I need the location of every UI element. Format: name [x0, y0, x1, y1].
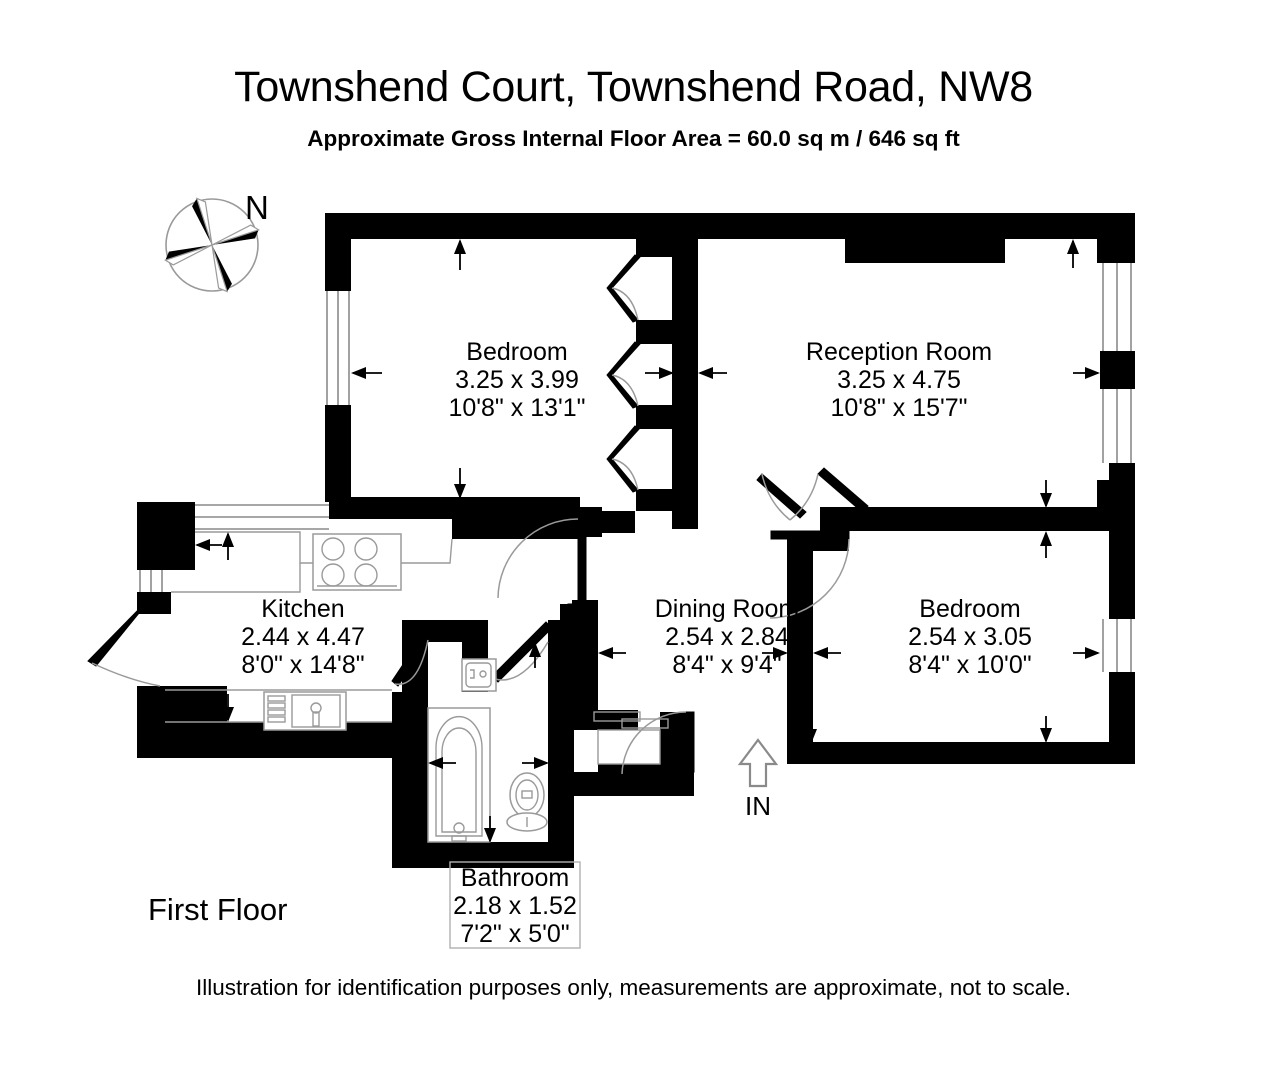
disclaimer-text: Illustration for identification purposes… — [195, 975, 1072, 1000]
room-label-reception-room: Reception Room 3.25 x 4.75 10'8" x 15'7" — [806, 338, 992, 422]
room-label-bedroom-1: Bedroom 3.25 x 3.99 10'8" x 13'1" — [448, 338, 585, 422]
washbasin-icon — [461, 658, 497, 692]
room-imperial: 8'4" x 9'4" — [672, 651, 781, 679]
windows — [137, 263, 1135, 672]
room-imperial: 7'2" x 5'0" — [460, 920, 569, 948]
room-name: Reception Room — [806, 338, 992, 366]
hall-cupboard — [593, 711, 669, 765]
door-kitchen — [391, 635, 429, 687]
sink-icon — [263, 691, 347, 731]
dimension-arrows — [195, 239, 1100, 843]
room-metric: 2.54 x 2.84 — [665, 623, 789, 651]
entrance-label: IN — [745, 791, 771, 821]
toilet-icon — [506, 772, 548, 832]
room-name: Dining Room — [655, 595, 800, 623]
bathtub-icon — [427, 707, 491, 843]
room-imperial: 10'8" x 13'1" — [448, 394, 585, 422]
room-metric: 2.54 x 3.05 — [908, 623, 1032, 651]
room-label-dining-room: Dining Room 2.54 x 2.84 8'4" x 9'4" — [655, 595, 800, 679]
door-bedroom1 — [497, 518, 587, 601]
room-label-kitchen: Kitchen 2.44 x 4.47 8'0" x 14'8" — [241, 595, 365, 679]
window-bedroom1-left — [325, 291, 351, 405]
door-reception-double — [756, 467, 869, 521]
window-reception-right-1 — [1100, 263, 1135, 351]
floor-area-subtitle: Approximate Gross Internal Floor Area = … — [307, 126, 960, 151]
room-name: Kitchen — [261, 595, 344, 623]
page-title: Townshend Court, Townshend Road, NW8 — [234, 63, 1033, 111]
window-bedroom2-right — [1100, 619, 1135, 672]
room-labels: Bedroom 3.25 x 3.99 10'8" x 13'1" Recept… — [241, 338, 1032, 949]
kitchen-fixtures — [165, 531, 453, 731]
room-metric: 2.44 x 4.47 — [241, 623, 365, 651]
room-name: Bedroom — [466, 338, 567, 366]
wardrobe-door-3 — [606, 425, 641, 493]
room-name: Bedroom — [919, 595, 1020, 623]
room-imperial: 8'0" x 14'8" — [241, 651, 364, 679]
wardrobe-door-1 — [606, 254, 641, 323]
wardrobe-door-2 — [606, 341, 641, 409]
compass-rose: N — [163, 189, 269, 293]
room-name: Bathroom — [461, 864, 569, 892]
room-label-bedroom-2: Bedroom 2.54 x 3.05 8'4" x 10'0" — [908, 595, 1032, 679]
window-kitchen-top — [195, 502, 329, 532]
door-bathroom — [491, 621, 553, 683]
room-metric: 3.25 x 3.99 — [455, 366, 579, 394]
bathroom-fixtures — [427, 658, 548, 843]
room-label-bathroom: Bathroom 2.18 x 1.52 7'2" x 5'0" — [449, 861, 581, 949]
room-metric: 2.18 x 1.52 — [453, 892, 577, 920]
door-hall-dining — [567, 603, 577, 637]
room-metric: 3.25 x 4.75 — [837, 366, 961, 394]
doors — [87, 254, 869, 775]
window-kitchen-left — [137, 570, 171, 592]
door-kitchen-exterior — [87, 601, 161, 687]
floor-level-label: First Floor — [148, 892, 288, 927]
entrance-marker: IN — [737, 738, 779, 821]
room-imperial: 10'8" x 15'7" — [830, 394, 967, 422]
window-reception-right-2 — [1100, 389, 1135, 463]
room-imperial: 8'4" x 10'0" — [908, 651, 1031, 679]
hob-icon — [312, 533, 402, 591]
compass-north-label: N — [245, 189, 269, 226]
